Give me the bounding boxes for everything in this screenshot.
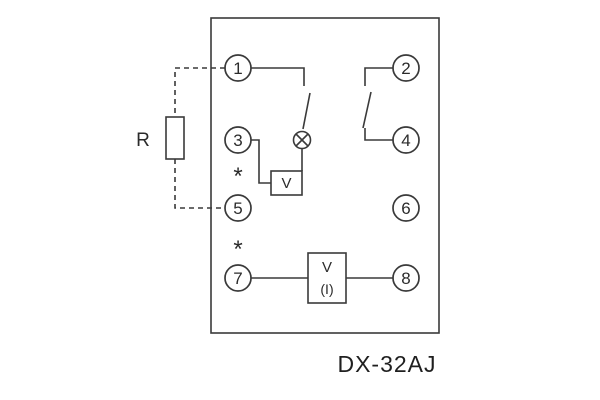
wire-terminal3-to-coil bbox=[251, 139, 271, 184]
voltage-coil-box bbox=[270, 170, 303, 196]
polarity-mark-lower: * bbox=[233, 236, 242, 263]
terminal-3-label: 3 bbox=[233, 131, 242, 150]
contact-blade-right bbox=[362, 91, 372, 129]
resistor-wire-lower bbox=[174, 159, 225, 209]
meter-box bbox=[307, 252, 347, 304]
terminal-3-circle bbox=[224, 126, 252, 154]
lamp-x-stroke-2 bbox=[295, 133, 309, 147]
terminal-5-label: 5 bbox=[233, 199, 242, 218]
model-label: DX-32AJ bbox=[337, 351, 436, 377]
terminal-6-circle bbox=[392, 194, 420, 222]
terminal-7-circle bbox=[224, 264, 252, 292]
wire-terminal1-to-contact bbox=[251, 67, 305, 86]
terminal-6-label: 6 bbox=[401, 199, 410, 218]
resistor-body bbox=[165, 116, 185, 160]
terminal-2-circle bbox=[392, 54, 420, 82]
relay-case-outline bbox=[210, 17, 440, 334]
terminal-8-label: 8 bbox=[401, 269, 410, 288]
terminal-4-circle bbox=[392, 126, 420, 154]
meter-label-top: V bbox=[322, 259, 332, 276]
wire-terminal2-to-contact bbox=[364, 67, 393, 86]
resistor-label: R bbox=[136, 130, 150, 151]
resistor-wire-upper bbox=[174, 67, 225, 117]
terminal-7-label: 7 bbox=[233, 269, 242, 288]
terminal-1-label: 1 bbox=[233, 59, 242, 78]
contact-blade-left bbox=[302, 92, 311, 130]
terminal-2-label: 2 bbox=[401, 59, 410, 78]
voltage-coil-label: V bbox=[281, 175, 291, 192]
wire-terminal4-to-contact bbox=[364, 128, 393, 141]
terminal-4-label: 4 bbox=[401, 131, 410, 150]
polarity-mark-upper: * bbox=[233, 163, 242, 190]
terminal-1-circle bbox=[224, 54, 252, 82]
terminal-5-circle bbox=[224, 194, 252, 222]
meter-label-bottom: (I) bbox=[320, 281, 333, 297]
terminal-8-circle bbox=[392, 264, 420, 292]
